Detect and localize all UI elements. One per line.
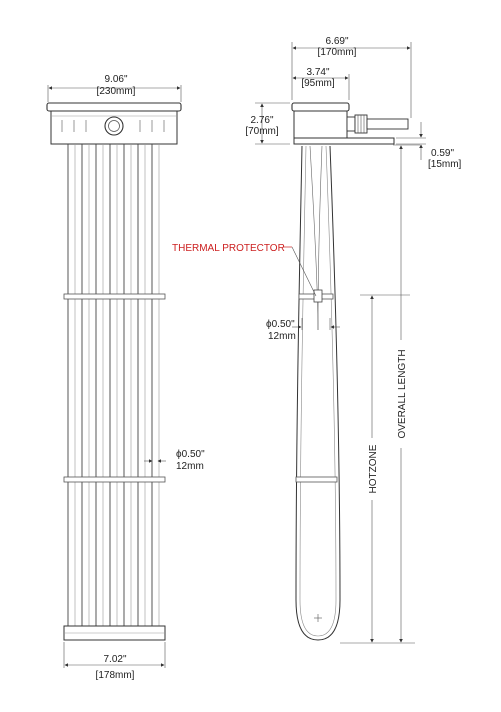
side-view: 6.69" [170mm] 3.74" [95mm] 2.76" [70mm] <box>172 36 462 644</box>
side-flange-offset-dimension: 0.59" [15mm] <box>396 122 462 170</box>
hotzone-label: HOTZONE <box>368 444 379 493</box>
front-terminal-head <box>46 102 182 145</box>
front-support-bands <box>63 293 166 483</box>
front-element-diameter-callout: ϕ0.50" 12mm <box>144 449 205 472</box>
side-element-diameter-inch: ϕ0.50" <box>266 319 295 330</box>
thermal-protector-callout: THERMAL PROTECTOR <box>172 243 317 297</box>
front-bottom-width-dimension: 7.02" [178mm] <box>63 642 166 681</box>
thermal-protector-label: THERMAL PROTECTOR <box>172 243 285 254</box>
front-top-width-mm: [230mm] <box>97 86 136 97</box>
side-head-width-mm: [95mm] <box>301 78 335 89</box>
front-element-diameter-inch: ϕ0.50" <box>176 449 205 460</box>
conduit-fitting-icon <box>104 116 124 136</box>
overall-length-dimension: OVERALL LENGTH <box>340 144 420 644</box>
side-head-width-dimension: 3.74" [95mm] <box>292 67 350 100</box>
front-view: 9.06" [230mm] <box>46 74 205 681</box>
front-bottom-end <box>63 625 166 641</box>
side-element-diameter-callout: ϕ0.50" 12mm <box>266 318 340 342</box>
side-head-height-dimension: 2.76" [70mm] <box>245 102 290 145</box>
side-overall-width-mm: [170mm] <box>318 47 357 58</box>
side-head-height-inch: 2.76" <box>250 115 273 126</box>
side-hairpin-element <box>295 145 341 641</box>
front-bottom-width-inch: 7.02" <box>103 654 126 665</box>
side-overall-width-inch: 6.69" <box>325 36 348 47</box>
front-top-width-inch: 9.06" <box>104 74 127 85</box>
side-flange-offset-mm: [15mm] <box>428 159 462 170</box>
side-head-height-mm: [70mm] <box>245 126 279 137</box>
front-element-diameter-mm: 12mm <box>176 461 204 472</box>
side-head-width-inch: 3.74" <box>306 67 329 78</box>
front-heating-elements <box>67 144 160 634</box>
side-overall-width-dimension: 6.69" [170mm] <box>291 36 412 118</box>
hotzone-dimension: HOTZONE <box>360 294 410 643</box>
front-bottom-width-mm: [178mm] <box>96 670 135 681</box>
side-terminal-housing <box>291 102 409 145</box>
front-top-width-dimension: 9.06" [230mm] <box>47 74 182 102</box>
overall-length-label: OVERALL LENGTH <box>397 349 408 438</box>
side-element-diameter-mm: 12mm <box>268 331 296 342</box>
side-flange-offset-inch: 0.59" <box>431 148 454 159</box>
